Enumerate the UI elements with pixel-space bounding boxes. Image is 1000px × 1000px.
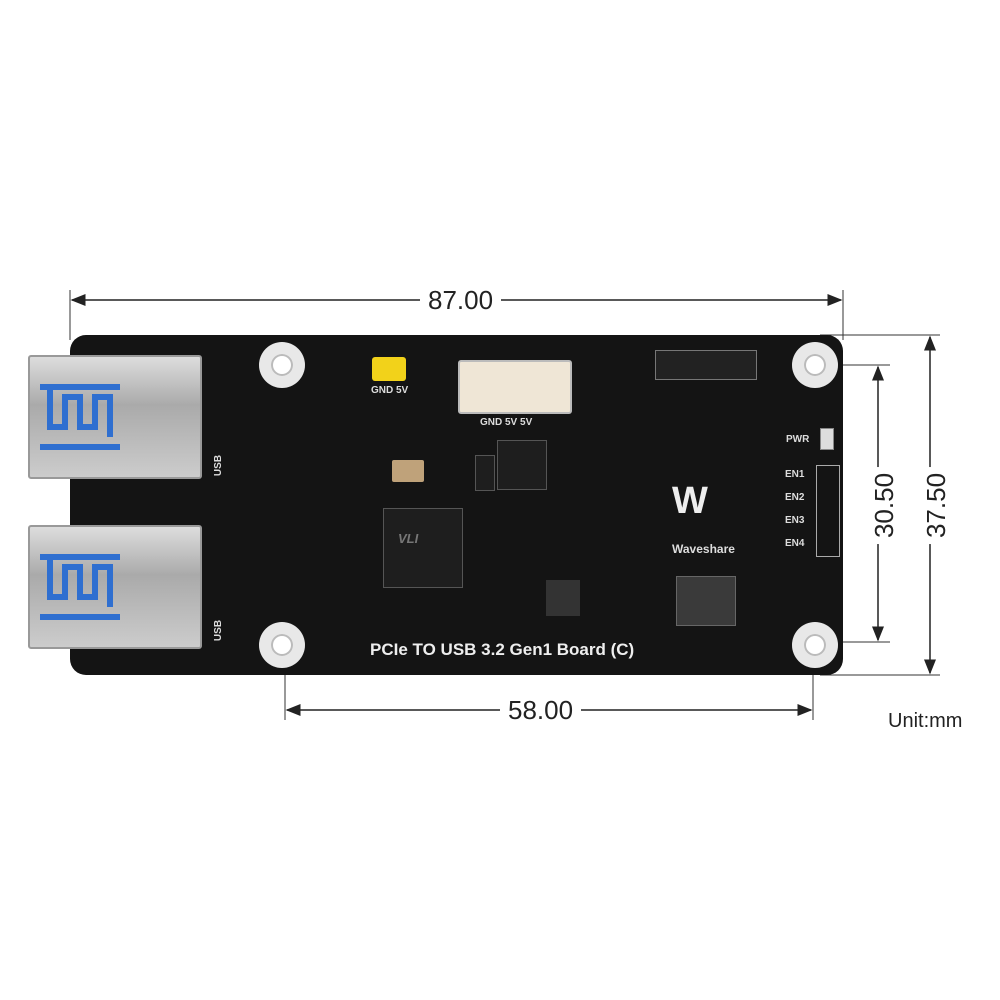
board-title: PCIe TO USB 3.2 Gen1 Board (C) bbox=[370, 640, 635, 659]
unit-label: Unit:mm bbox=[888, 710, 963, 732]
inductor-small bbox=[546, 580, 580, 616]
usb-port-top bbox=[28, 355, 202, 479]
pwr-label: PWR bbox=[786, 434, 810, 445]
pwr-led bbox=[820, 428, 834, 450]
usb-label-top: USB bbox=[213, 454, 225, 477]
en-pin-label: EN1 bbox=[785, 469, 805, 480]
mounting-hole bbox=[259, 622, 305, 668]
ic-small bbox=[475, 455, 495, 491]
ic-chip bbox=[497, 440, 547, 490]
fan-header bbox=[458, 360, 572, 414]
power-jumper bbox=[372, 357, 406, 381]
fpc-connector bbox=[655, 350, 757, 380]
mounting-hole bbox=[259, 342, 305, 388]
fan-header-label: GND 5V 5V bbox=[480, 417, 533, 428]
usb-port-bottom bbox=[28, 525, 202, 649]
width-total-label: 87.00 bbox=[420, 285, 502, 316]
brand-label: Waveshare bbox=[672, 542, 735, 556]
en-pin-label: EN4 bbox=[785, 538, 805, 549]
height-total-label: 37.50 bbox=[921, 466, 953, 545]
waveshare-logo-icon: W bbox=[672, 480, 708, 522]
en-pin-label: EN3 bbox=[785, 515, 805, 526]
en-header bbox=[816, 465, 840, 557]
hole-spacing-horizontal-label: 58.00 bbox=[500, 695, 582, 726]
en-pin-label: EN2 bbox=[785, 492, 805, 503]
usb-label-bottom: USB bbox=[213, 619, 225, 642]
inductor bbox=[676, 576, 736, 626]
jumper-label: GND 5V bbox=[371, 385, 409, 396]
usb-controller-chip: VLI bbox=[383, 508, 463, 588]
chip-marking: VLI bbox=[398, 531, 419, 546]
crystal bbox=[392, 460, 424, 482]
hole-spacing-vertical-label: 30.50 bbox=[869, 466, 901, 545]
mounting-hole bbox=[792, 622, 838, 668]
mounting-hole bbox=[792, 342, 838, 388]
